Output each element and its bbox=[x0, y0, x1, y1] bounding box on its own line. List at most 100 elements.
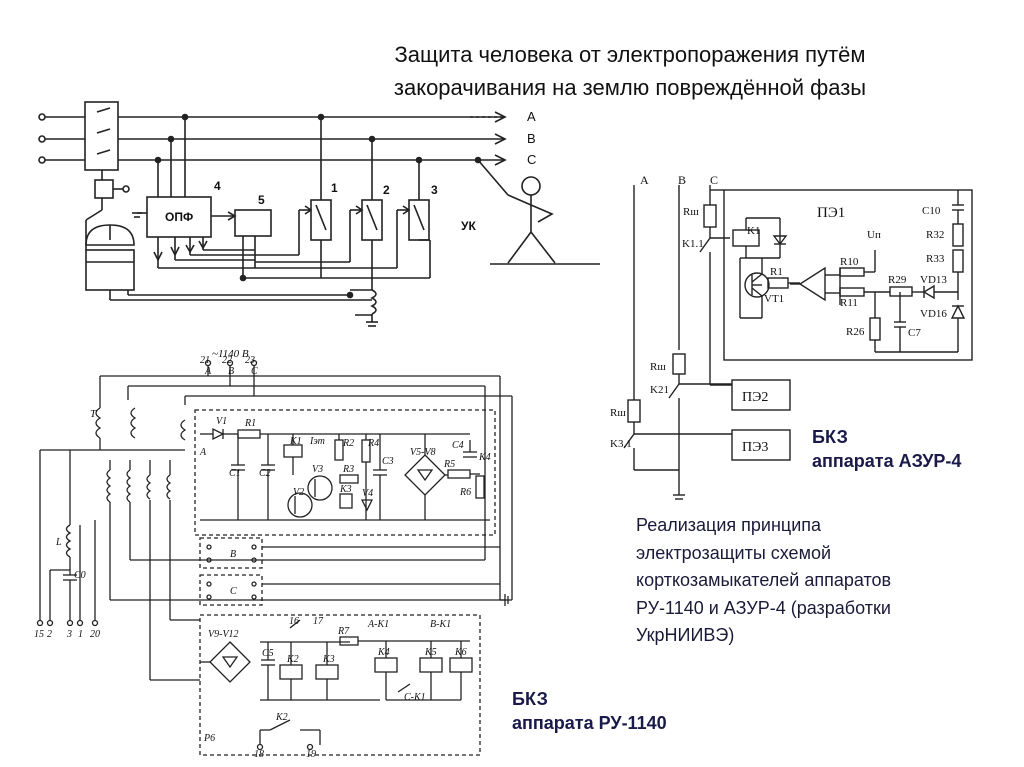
ru-c0: C0 bbox=[74, 570, 86, 581]
ru-mod-c: C bbox=[230, 586, 237, 597]
azur-r29: R29 bbox=[888, 274, 907, 286]
azur-vt1: VT1 bbox=[764, 293, 784, 305]
ru-t-label: T bbox=[90, 408, 97, 420]
ru-v3: V3 bbox=[312, 464, 323, 475]
ru-iet: Iэт bbox=[309, 436, 325, 447]
ru-v5v8: V5-V8 bbox=[410, 447, 436, 458]
ru-c3: C3 bbox=[382, 456, 394, 467]
pe2-label: ПЭ2 bbox=[742, 390, 768, 405]
azur-caption-line-1: БКЗ bbox=[812, 427, 848, 447]
ru-k3: K3 bbox=[322, 654, 335, 665]
ru-bt-1: 1 bbox=[78, 629, 83, 640]
slide-title: Защита человека от электропоражения путё… bbox=[300, 38, 960, 104]
ru-r2: R2 bbox=[342, 438, 354, 449]
azur-caption-line-2: аппарата АЗУР-4 bbox=[812, 451, 962, 471]
azur-phase-b: B bbox=[678, 173, 686, 187]
ru-bk1: B-K1 bbox=[430, 619, 451, 630]
azur-k1: K1 bbox=[747, 225, 760, 237]
ru-r1: R1 bbox=[244, 418, 256, 429]
azur-phase-a: A bbox=[640, 173, 649, 187]
ru-c1: C1 bbox=[229, 468, 241, 479]
ru-k4: K4 bbox=[478, 452, 491, 463]
ru-r7: R7 bbox=[337, 626, 350, 637]
ru-v4: V4 bbox=[362, 488, 373, 499]
azur-rsh3: Rш bbox=[610, 407, 626, 419]
description-line-1: Реализация принципа bbox=[636, 515, 822, 535]
azur-vd13: VD13 bbox=[920, 274, 947, 286]
ru-voltage: ~1140 В bbox=[212, 348, 249, 360]
ru-caption: БКЗ аппарата РУ-1140 bbox=[512, 687, 667, 735]
node-3-label: 3 bbox=[431, 183, 438, 197]
azur-r33: R33 bbox=[926, 253, 945, 265]
azur-rsh2: Rш bbox=[650, 361, 666, 373]
ru-ak1: A-K1 bbox=[367, 619, 389, 630]
phase-b-label: B bbox=[527, 131, 536, 146]
ru-v9v12: V9-V12 bbox=[208, 629, 239, 640]
ru-term-22: 22 bbox=[222, 355, 232, 366]
phase-a-label: A bbox=[527, 109, 536, 124]
azur-r1: R1 bbox=[770, 266, 783, 278]
ru-k4b: K4 bbox=[377, 647, 390, 658]
ru-c5: C5 bbox=[262, 648, 274, 659]
ru-r3: R3 bbox=[342, 464, 354, 475]
ru-c4: C4 bbox=[452, 440, 464, 451]
ru-v2: V2 bbox=[293, 487, 304, 498]
azur-k11: K1.1 bbox=[682, 238, 704, 250]
pe3-label: ПЭ3 bbox=[742, 440, 768, 455]
pe1-label: ПЭ1 bbox=[817, 205, 845, 221]
uk-label: УК bbox=[461, 219, 476, 233]
azur-caption: БКЗ аппарата АЗУР-4 bbox=[812, 425, 961, 473]
phase-c-label: C bbox=[527, 152, 536, 167]
ru-phase-c: C bbox=[251, 366, 258, 377]
ru-p6: P6 bbox=[203, 733, 215, 744]
ru-r5: R5 bbox=[443, 459, 455, 470]
azur-c7: C7 bbox=[908, 327, 921, 339]
azur-k31: K3.1 bbox=[610, 438, 632, 450]
description-line-3: корткозамыкателей аппаратов bbox=[636, 570, 892, 590]
ru-k2b: K2 bbox=[275, 712, 288, 723]
azur-r26: R26 bbox=[846, 326, 865, 338]
ru-c2: C2 bbox=[259, 468, 271, 479]
azur-vd16: VD16 bbox=[920, 308, 947, 320]
ru-k5: K5 bbox=[424, 647, 437, 658]
ru-phase-a: A bbox=[204, 366, 212, 377]
ru-16: 16 bbox=[289, 616, 299, 627]
ru-term-23: 23 bbox=[245, 355, 255, 366]
ru-mod-b: B bbox=[230, 549, 236, 560]
ru-17: 17 bbox=[313, 616, 324, 627]
azur-r10: R10 bbox=[840, 256, 859, 268]
ru-bt-2: 2 bbox=[47, 629, 52, 640]
ru-sw-18: 18 bbox=[254, 749, 264, 760]
azur-rsh1: Rш bbox=[683, 206, 699, 218]
description-line-2: электрозащиты схемой bbox=[636, 542, 832, 563]
ru-caption-line-1: БКЗ bbox=[512, 689, 548, 709]
ru-caption-line-2: аппарата РУ-1140 bbox=[512, 713, 667, 733]
description-line-4: РУ-1140 и АЗУР-4 (разработки bbox=[636, 597, 891, 618]
ru-r6: R6 bbox=[459, 487, 471, 498]
ru-bt-20: 20 bbox=[90, 629, 100, 640]
ru-k2: K2 bbox=[286, 654, 299, 665]
ru-ck1: C-K1 bbox=[404, 692, 426, 703]
ru-r4: R4 bbox=[367, 438, 379, 449]
ru-l: L bbox=[55, 537, 62, 548]
title-line-2: закорачивания на землю повреждённой фазы bbox=[393, 75, 867, 100]
description-text: Реализация принципа электрозащиты схемой… bbox=[636, 512, 891, 650]
ru-bt-3: 3 bbox=[66, 629, 72, 640]
azur-r32: R32 bbox=[926, 229, 944, 241]
ru-mod-a: A bbox=[199, 447, 207, 458]
node-4-label: 4 bbox=[214, 179, 221, 193]
azur-c10: C10 bbox=[922, 205, 941, 217]
node-5-label: 5 bbox=[258, 193, 265, 207]
ru-k1: K1 bbox=[289, 436, 302, 447]
ru-v1: V1 bbox=[216, 416, 227, 427]
description-line-5: УкрНИИВЭ) bbox=[636, 625, 735, 645]
node-2-label: 2 bbox=[383, 183, 390, 197]
ru-sw-19: 19 bbox=[306, 749, 316, 760]
ru-k6: K6 bbox=[454, 647, 467, 658]
ru-k3a: K3 bbox=[339, 484, 352, 495]
azur-k21: K21 bbox=[650, 384, 669, 396]
azur-phase-c: C bbox=[710, 173, 718, 187]
